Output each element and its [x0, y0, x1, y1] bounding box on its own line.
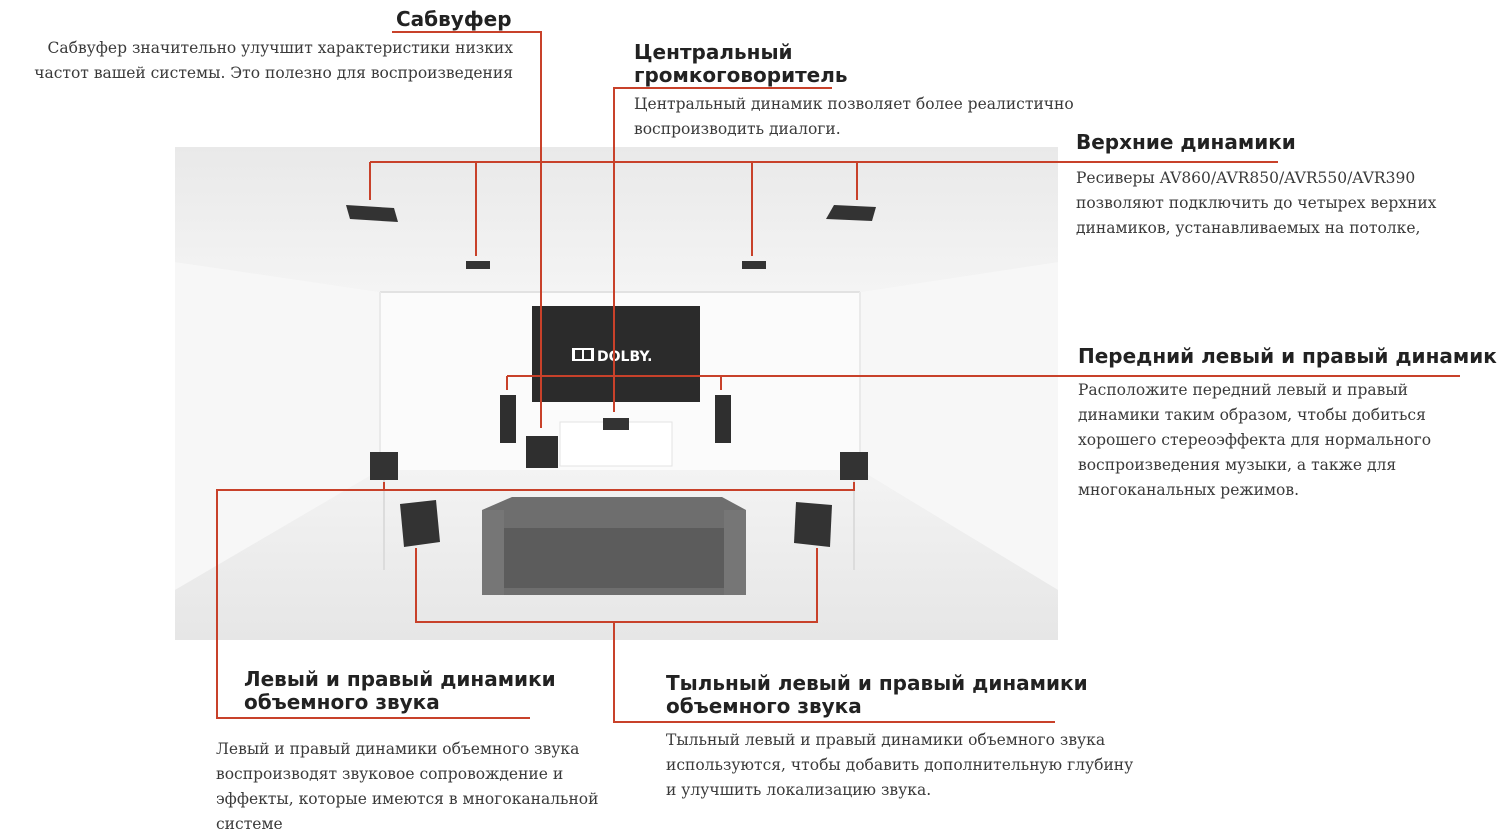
surround-left-speaker [370, 452, 398, 480]
dolby-logo-text: DOLBY. [597, 349, 653, 365]
leader-center [613, 87, 832, 412]
rear-title-line2: объемного звука [666, 694, 862, 718]
left-wall [175, 262, 380, 590]
rear-title-line1: Тыльный левый и правый динамики [666, 671, 1088, 695]
top-speaker-rear-right [742, 261, 766, 269]
center-description: Центральный динамик позволяет более реал… [634, 95, 1074, 138]
surround-title: Левый и правый динамики объемного звука [244, 668, 556, 714]
room [175, 147, 1058, 640]
subwoofer-speaker [526, 436, 558, 468]
front-speakers-title: Передний левый и правый динамик [1078, 344, 1497, 368]
center-title-line1: Центральный [634, 40, 793, 64]
top-speaker-front-left [346, 205, 398, 222]
center-speaker [603, 418, 629, 430]
tv: DOLBY. [532, 306, 700, 402]
rear-title: Тыльный левый и правый динамики объемног… [666, 672, 1088, 718]
front-left-speaker [500, 395, 516, 443]
leader-rear [415, 548, 818, 623]
surround-title-line2: объемного звука [244, 690, 440, 714]
top-speaker-rear-left [466, 261, 490, 269]
front-right-speaker [715, 395, 731, 443]
subwoofer-title: Сабвуфер [396, 7, 512, 31]
front-speakers-description: Расположите передний левый и правый дина… [1078, 381, 1432, 499]
surround-description: Левый и правый динамики объемного звука … [216, 740, 599, 833]
tv-screen [532, 306, 700, 402]
top-speaker-front-right [826, 205, 876, 221]
center-title-line2: громкоговоритель [634, 63, 848, 87]
rear-right-speaker [794, 502, 832, 547]
subwoofer-description: Сабвуфер значительно улучшит характерист… [34, 39, 513, 82]
ceiling [175, 147, 1058, 292]
right-wall [860, 262, 1058, 590]
surround-right-speaker [840, 452, 868, 480]
top-speakers-title: Верхние динамики [1076, 130, 1296, 154]
surround-title-line1: Левый и правый динамики [244, 667, 556, 691]
rear-left-speaker [400, 500, 440, 547]
leader-lines [216, 31, 1460, 723]
leader-subwoofer [392, 31, 542, 428]
sofa [482, 497, 746, 595]
rear-description: Тыльный левый и правый динамики объемног… [666, 731, 1134, 799]
leader-surround [216, 482, 855, 719]
top-speakers-description: Ресиверы AV860/AVR850/AVR550/AVR390 позв… [1076, 169, 1437, 237]
center-title: Центральный громкоговоритель [634, 41, 848, 87]
